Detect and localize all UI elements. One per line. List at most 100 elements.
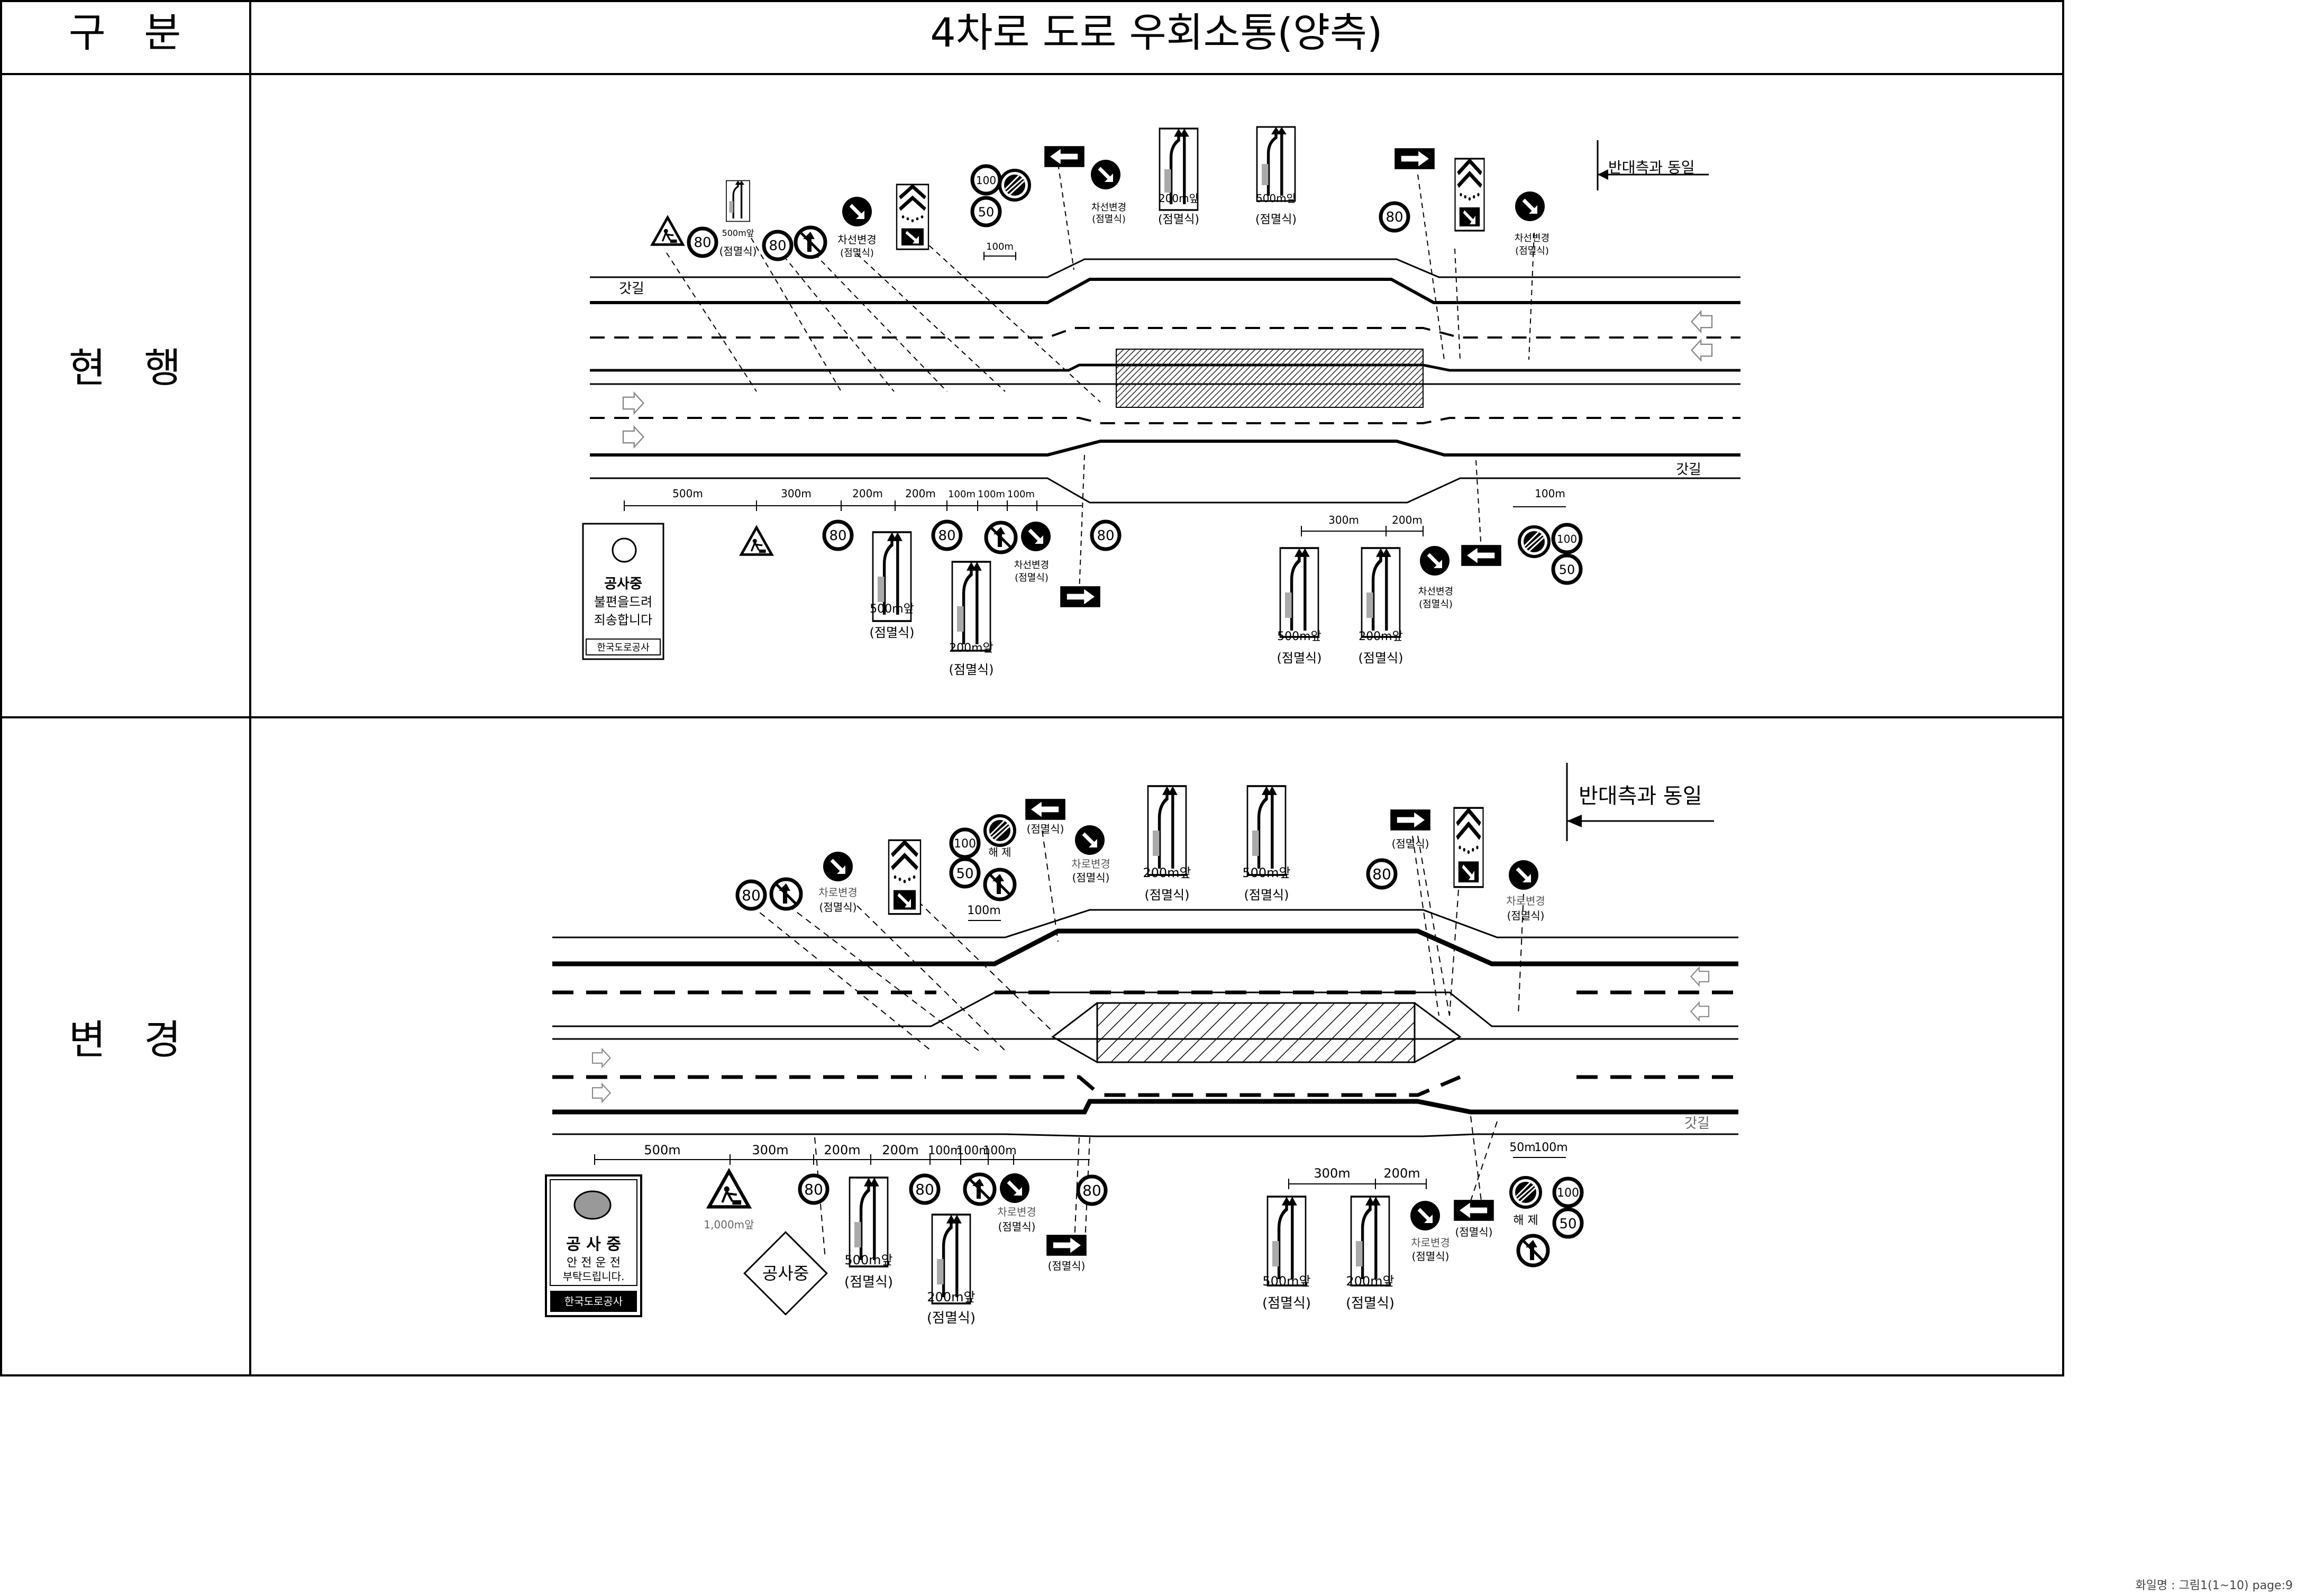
chevron-board-changed-2 (1454, 808, 1483, 887)
dist-500m-current: 500m (672, 487, 703, 500)
lane-change-label-current-r: 차선변경 (1418, 586, 1453, 597)
release-sign-current-b (1519, 527, 1549, 557)
dist-500m-changed: 500m (644, 1143, 680, 1157)
same-opposite-label-changed: 반대측과 동일 (1579, 784, 1702, 808)
speed-80-text-changed-3: 80 (804, 1181, 823, 1198)
notice-line3-current: 죄송합니다 (594, 613, 652, 627)
worker-sign-changed (709, 1171, 749, 1207)
ahead-500-changed-top: 500m앞 (1242, 865, 1290, 880)
blink-label-changed-5: (점멸식) (1244, 888, 1289, 902)
dist-100m-changed-2: 100m (956, 1144, 990, 1157)
notice-line1-changed: 공 사 중 (566, 1235, 621, 1254)
dist-200m-current-1: 200m (852, 487, 883, 500)
blink-label-current-b1: (점멸식) (870, 625, 915, 640)
ahead-500-current-b: 500m앞 (870, 603, 914, 616)
merge-sign-current-r500 (1280, 548, 1318, 637)
lane-arrow-left-2 (1691, 339, 1713, 361)
under-construction-diamond: 공사중 (743, 1231, 828, 1316)
chevron-board-changed-1 (889, 840, 920, 914)
merge-sign-changed-200 (1148, 786, 1186, 875)
lane-arrow-left-c2 (1690, 1002, 1710, 1021)
blink-label-changed-r4: (점멸식) (1455, 1226, 1493, 1238)
diag-sign-changed-1 (823, 852, 853, 881)
dist-100m-current-2: 100m (978, 489, 1005, 500)
dist-100m-changed-b: 100m (1534, 1141, 1567, 1154)
arrow-right-sign-current (1394, 148, 1435, 169)
speed-100-text-current-b: 100 (1557, 533, 1577, 545)
merge-sign-current-r200 (1362, 548, 1400, 637)
no-pass-sign-current-2 (986, 523, 1016, 552)
lane-change-label-current-2: 차선변경 (1091, 202, 1126, 213)
ahead-200-changed-r: 200m앞 (1346, 1274, 1394, 1289)
lane-change-label-changed-1: 차로변경 (818, 886, 858, 899)
release-sign-changed (985, 816, 1015, 845)
arrow-right-sign-changed (1390, 809, 1430, 831)
ahead-500-current-r: 500m앞 (1277, 630, 1321, 643)
diag-sign-current-5 (1420, 546, 1450, 576)
speed-80-text-changed-5: 80 (1082, 1182, 1101, 1199)
no-pass-sign-changed-3 (965, 1174, 995, 1204)
merge-sign-changed-500 (1247, 786, 1286, 875)
lane-arrow-right-2 (622, 426, 644, 448)
blink-label-current-r3: (점멸식) (1419, 599, 1453, 610)
speed-80-text-current-5: 80 (938, 528, 955, 544)
blink-label-changed-b3: (점멸식) (998, 1220, 1036, 1233)
lane-arrow-left-1 (1691, 311, 1713, 333)
table-grid (0, 0, 2064, 1376)
blink-label-current-r2: (점멸식) (1359, 651, 1403, 665)
ahead-500-current-top: 500m앞 (1256, 192, 1296, 205)
dist-label-500-top: 500m앞 (722, 228, 754, 238)
dist-100m-changed-top: 100m (967, 904, 1000, 917)
blink-label-current-2: (점멸식) (840, 248, 874, 259)
dist-200m-changed-1: 200m (824, 1143, 860, 1157)
ahead-200-current-top: 200m앞 (1159, 192, 1199, 205)
speed-80-text-changed-1: 80 (742, 887, 761, 904)
ahead-200-current-b: 200m앞 (949, 642, 993, 655)
lane-change-label-current-3: 차선변경 (1515, 233, 1549, 244)
dist-300m-changed: 300m (752, 1143, 788, 1157)
lane-change-label-changed-3: 차로변경 (1506, 895, 1545, 907)
under-construction-text: 공사중 (762, 1263, 809, 1283)
blink-label-changed-1: (점멸식) (819, 901, 857, 914)
speed-100-text-current: 100 (976, 174, 996, 187)
dist-300m-current: 300m (781, 487, 812, 500)
lane-change-label-changed-2: 차로변경 (1071, 858, 1110, 870)
speed-100-text-changed: 100 (954, 837, 976, 851)
guide-lines-current (666, 163, 1535, 593)
speed-50-text-changed-b: 50 (1559, 1216, 1576, 1232)
no-pass-sign-changed-4 (1518, 1236, 1548, 1265)
ahead-200-changed-top: 200m앞 (1143, 865, 1191, 880)
dimension-line-changed (594, 920, 1566, 1189)
speed-50-text-current: 50 (978, 205, 995, 220)
dist-200m-current-b: 200m (1392, 514, 1423, 526)
dist-100m-changed-1: 100m (928, 1144, 961, 1157)
blink-label-changed-4: (점멸식) (1145, 888, 1190, 902)
lane-change-label-changed-r: 차로변경 (1411, 1236, 1450, 1249)
shoulder-label-changed: 갓길 (1684, 1116, 1710, 1132)
merge-sign-current-top (725, 179, 751, 223)
notice-line3-changed: 부탁드립니다. (563, 1270, 625, 1283)
diag-sign-current-3 (1515, 191, 1545, 221)
blink-label-top-1: (점멸식) (719, 245, 757, 258)
merge-sign-current-b200 (952, 562, 990, 651)
road-lines-current (590, 258, 1740, 504)
notice-line2-current: 불편을드려 (594, 595, 652, 609)
blink-label-current-b2: (점멸식) (949, 662, 994, 677)
work-zone-current (1116, 349, 1424, 408)
dist-200m-current-2: 200m (905, 487, 936, 500)
notice-board-changed: 공 사 중 안 전 운 전 부탁드립니다. 한국도로공사 (545, 1174, 642, 1317)
road-lines-changed (552, 909, 1738, 1137)
blink-label-changed-3: (점멸식) (1072, 871, 1110, 884)
release-sign-current (1000, 170, 1029, 200)
speed-80-text-current-3: 80 (1386, 209, 1403, 225)
dist-300m-changed-b: 300m (1314, 1166, 1350, 1181)
release-sign-changed-b (1511, 1178, 1541, 1207)
blink-label-changed-6: (점멸식) (1392, 837, 1429, 850)
header-category: 구 분 (69, 9, 181, 56)
release-label-changed-b: 해 제 (1513, 1214, 1538, 1227)
ahead-500-changed-b: 500m앞 (844, 1253, 892, 1267)
notice-org-current: 한국도로공사 (597, 642, 650, 653)
notice-board-current: 공사중 불편을드려 죄송합니다 한국도로공사 (582, 523, 664, 660)
speed-80-text-changed-2: 80 (1372, 865, 1391, 883)
diag-sign-changed-3 (1509, 860, 1538, 890)
